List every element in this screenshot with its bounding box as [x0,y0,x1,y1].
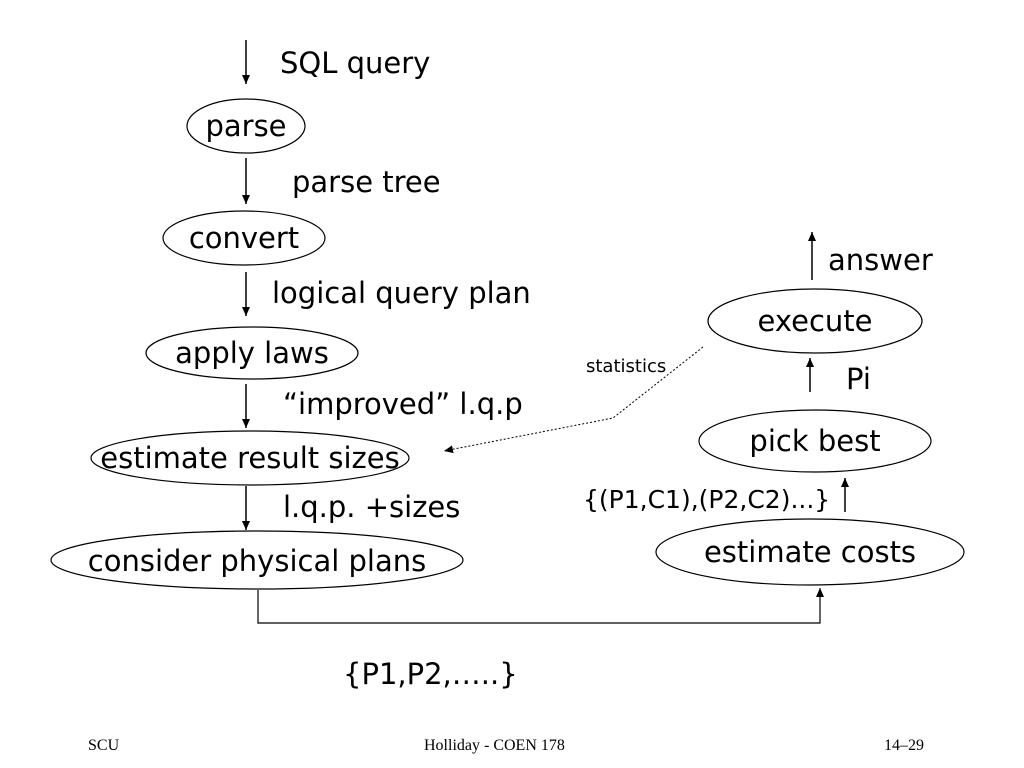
node-convert-label: convert [189,221,299,255]
label-logical-query-plan: logical query plan [272,276,531,310]
node-estimate-result-sizes-label: estimate result sizes [100,441,399,475]
label-plan-costs: {(P1,C1),(P2,C2)...} [583,485,830,514]
node-pick-best: pick best [698,409,932,473]
label-pi: Pi [846,362,871,396]
node-execute-label: execute [758,304,873,338]
node-apply-laws-label: apply laws [175,336,329,370]
node-apply-laws: apply laws [145,326,359,380]
node-convert: convert [162,210,326,266]
node-estimate-result-sizes: estimate result sizes [90,430,410,486]
footer-center: Holliday - COEN 178 [424,737,565,754]
footer-left: SCU [88,737,120,754]
footer-right: 14–29 [884,737,924,754]
label-statistics: statistics [586,356,666,377]
label-answer: answer [828,243,933,277]
node-parse-label: parse [205,109,286,143]
label-parse-tree: parse tree [292,165,441,199]
node-estimate-costs: estimate costs [655,518,965,586]
label-sql-query: SQL query [280,46,430,80]
label-improved-lqp: “improved” l.q.p [283,387,523,421]
node-consider-physical-plans-label: consider physical plans [88,544,426,578]
label-lqp-sizes: l.q.p. +sizes [283,490,460,524]
node-parse: parse [186,98,306,154]
statistics-dotted-line [443,346,704,454]
node-consider-physical-plans: consider physical plans [50,530,464,590]
node-estimate-costs-label: estimate costs [704,535,916,569]
arrow-plans-to-costs [257,588,824,624]
node-pick-best-label: pick best [749,424,880,458]
node-execute: execute [707,288,923,354]
label-plans-set: {P1,P2,…..} [343,657,518,691]
